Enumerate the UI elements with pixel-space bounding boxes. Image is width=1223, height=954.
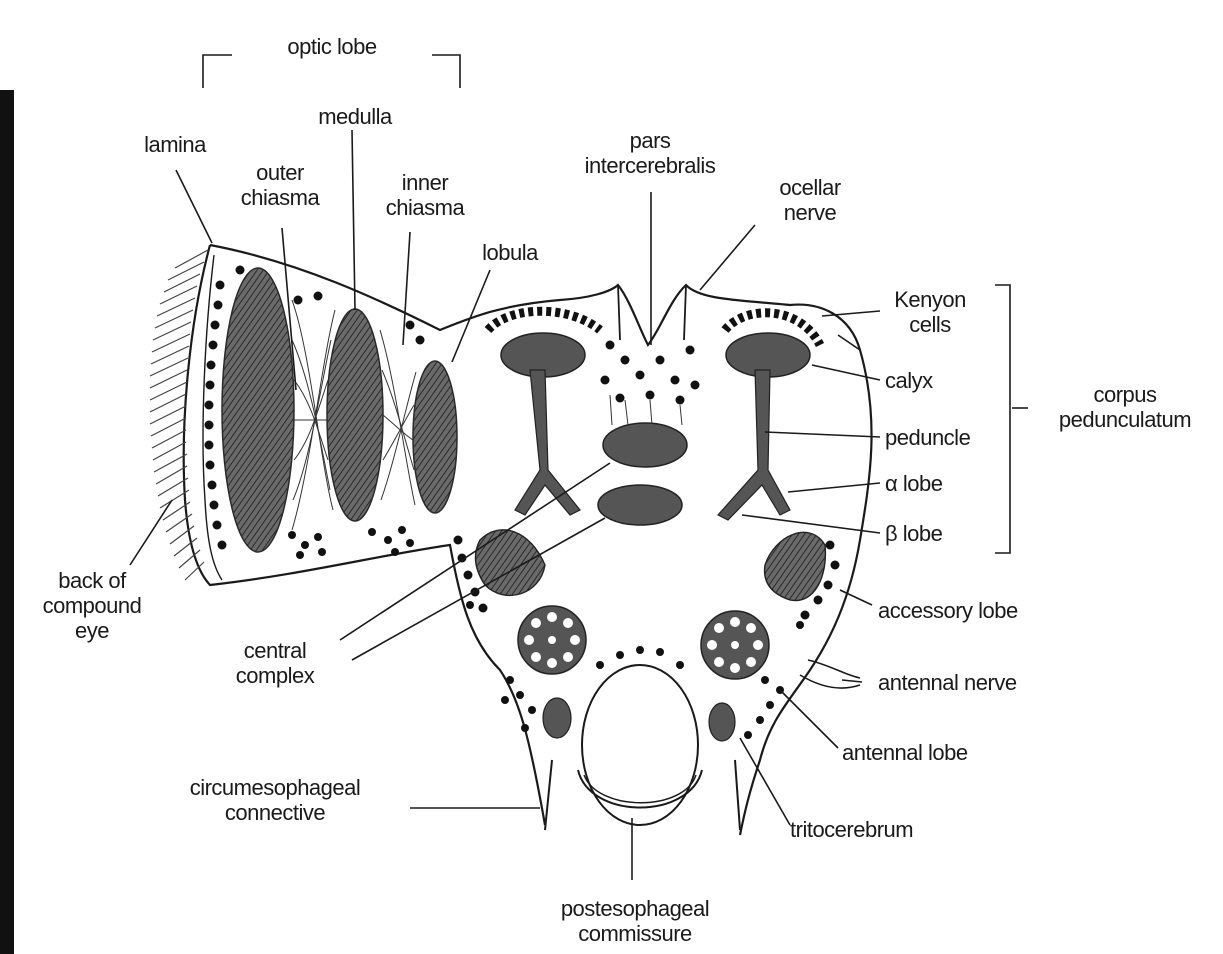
esophageal-foramen xyxy=(582,665,698,825)
label-corpus-pedunculatum-line1: corpus xyxy=(1030,382,1220,407)
label-calyx: calyx xyxy=(885,368,933,393)
label-optic-lobe: optic lobe xyxy=(252,34,412,59)
label-outer-chiasma-line2: chiasma xyxy=(220,185,340,210)
label-outer-chiasma: outer chiasma xyxy=(220,160,340,210)
label-circumesophageal-connective-line1: circumesophageal xyxy=(150,775,400,800)
label-central-complex-line2: complex xyxy=(210,663,340,688)
label-medulla: medulla xyxy=(300,104,410,129)
ocellar-nerve-stalk xyxy=(618,285,686,340)
central-body-lower xyxy=(598,485,682,525)
label-ocellar-nerve-line1: ocellar xyxy=(755,175,865,200)
label-back-of-compound-eye: back of compound eye xyxy=(22,568,162,643)
label-lobula: lobula xyxy=(460,240,560,265)
label-circumesophageal-connective-line2: connective xyxy=(150,800,400,825)
label-back-of-compound-eye-line3: eye xyxy=(22,618,162,643)
label-inner-chiasma-line2: chiasma xyxy=(365,195,485,220)
label-postesophageal-commissure-line1: postesophageal xyxy=(510,896,760,921)
label-central-complex: central complex xyxy=(210,638,340,688)
label-antennal-lobe: antennal lobe xyxy=(842,740,968,765)
circumesophageal-connective xyxy=(545,760,552,830)
label-lamina: lamina xyxy=(125,132,225,157)
lobula-neuropil xyxy=(413,361,457,513)
compound-eye-fringe xyxy=(150,250,208,580)
label-central-complex-line1: central xyxy=(210,638,340,663)
right-accessory-lobe xyxy=(765,532,826,600)
label-kenyon-cells: Kenyon cells xyxy=(880,287,980,337)
label-alpha-lobe: α lobe xyxy=(885,471,942,496)
label-inner-chiasma: inner chiasma xyxy=(365,170,485,220)
label-ocellar-nerve-line2: nerve xyxy=(755,200,865,225)
medulla-neuropil xyxy=(327,309,383,521)
label-pars-intercerebralis-line1: pars xyxy=(550,128,750,153)
label-kenyon-cells-line2: cells xyxy=(880,312,980,337)
label-kenyon-cells-line1: Kenyon xyxy=(880,287,980,312)
label-postesophageal-commissure-line2: commissure xyxy=(510,921,760,946)
inner-chiasma-fibres xyxy=(380,330,416,505)
label-pars-intercerebralis-line2: intercerebralis xyxy=(550,153,750,178)
right-antennal-lobe xyxy=(701,611,769,679)
label-inner-chiasma-line1: inner xyxy=(365,170,485,195)
label-beta-lobe: β lobe xyxy=(885,521,942,546)
right-tritocerebrum xyxy=(709,703,735,741)
label-circumesophageal-connective: circumesophageal connective xyxy=(150,775,400,825)
lamina-neuropil xyxy=(222,268,294,552)
central-body-upper xyxy=(603,423,687,467)
label-back-of-compound-eye-line1: back of xyxy=(22,568,162,593)
label-ocellar-nerve: ocellar nerve xyxy=(755,175,865,225)
right-mushroom-body xyxy=(718,313,820,520)
label-antennal-nerve: antennal nerve xyxy=(878,670,1017,695)
label-pars-intercerebralis: pars intercerebralis xyxy=(550,128,750,178)
label-corpus-pedunculatum-line2: pedunculatum xyxy=(1030,407,1220,432)
left-tritocerebrum xyxy=(543,698,571,738)
label-peduncle: peduncle xyxy=(885,425,970,450)
label-corpus-pedunculatum: corpus pedunculatum xyxy=(1030,382,1220,432)
left-antennal-lobe xyxy=(518,606,586,674)
left-mushroom-body xyxy=(488,311,600,515)
label-accessory-lobe: accessory lobe xyxy=(878,598,1018,623)
antennal-nerve-stalk xyxy=(800,660,860,688)
label-tritocerebrum: tritocerebrum xyxy=(790,817,913,842)
label-outer-chiasma-line1: outer xyxy=(220,160,340,185)
label-postesophageal-commissure: postesophageal commissure xyxy=(510,896,760,946)
label-back-of-compound-eye-line2: compound xyxy=(22,593,162,618)
pars-intercerebralis-cells xyxy=(601,341,700,405)
